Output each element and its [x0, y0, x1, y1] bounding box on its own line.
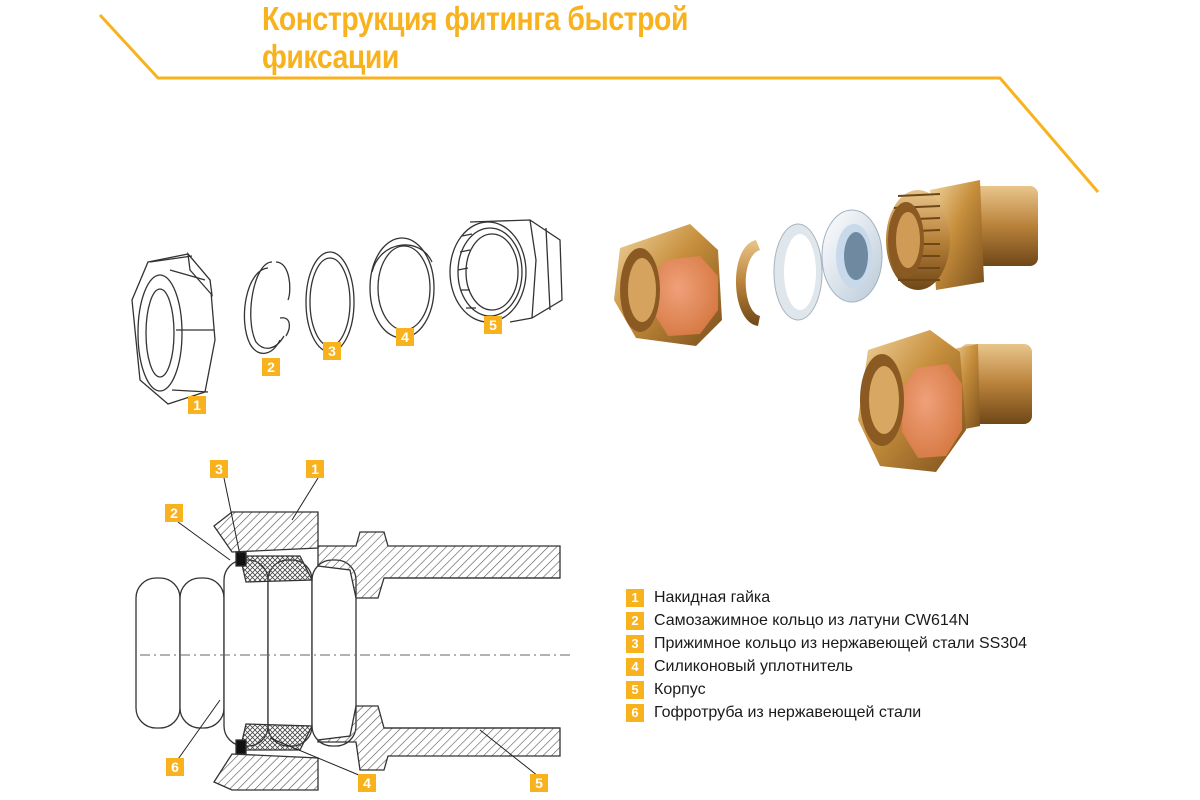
silicone-seal — [821, 209, 883, 303]
callout-4: 4 — [396, 328, 414, 346]
callout-2: 2 — [262, 358, 280, 376]
corrugated-pipe — [135, 559, 357, 747]
exploded-line-drawing — [131, 219, 563, 405]
brass-body — [886, 180, 1038, 290]
legend-number: 1 — [626, 588, 644, 607]
split-ring-drawing — [243, 261, 291, 354]
legend-number: 5 — [626, 680, 644, 699]
legend-text: Прижимное кольцо из нержавеющей стали SS… — [654, 634, 1028, 652]
callout-1: 1 — [188, 396, 206, 414]
legend-item: 4 Силиконовый уплотнитель — [626, 655, 1027, 678]
legend-text: Силиконовый уплотнитель — [654, 657, 853, 675]
legend-item: 3 Прижимное кольцо из нержавеющей стали … — [626, 632, 1027, 655]
section-callout-5: 5 — [530, 774, 548, 792]
legend-item: 5 Корпус — [626, 678, 1027, 701]
section-callout-1: 1 — [306, 460, 324, 478]
legend-number: 2 — [626, 611, 644, 630]
section-callout-6: 6 — [166, 758, 184, 776]
brass-exploded-render — [614, 180, 1038, 472]
legend-text: Самозажимное кольцо из латуни CW614N — [654, 611, 970, 629]
page-title: Конструкция фитинга быстрой фиксации — [262, 0, 688, 75]
legend-item: 6 Гофротруба из нержавеющей стали — [626, 701, 1027, 724]
brass-nut — [614, 224, 722, 346]
legend-number: 3 — [626, 634, 644, 653]
legend-item: 2 Самозажимное кольцо из латуни CW614N — [626, 609, 1027, 632]
section-callout-4: 4 — [358, 774, 376, 792]
press-ring-drawing — [305, 251, 355, 353]
legend-text: Корпус — [654, 680, 706, 698]
callout-5: 5 — [484, 316, 502, 334]
legend-text: Гофротруба из нержавеющей стали — [654, 703, 922, 721]
section-callout-3: 3 — [210, 460, 228, 478]
legend-item: 1 Накидная гайка — [626, 586, 1027, 609]
accent-frame-line — [98, 13, 1100, 193]
body-drawing — [449, 219, 563, 323]
legend-number: 6 — [626, 703, 644, 722]
legend-number: 4 — [626, 657, 644, 676]
callout-3: 3 — [323, 342, 341, 360]
seal-drawing — [369, 237, 435, 339]
cross-section-drawing — [135, 477, 570, 791]
section-callout-2: 2 — [165, 504, 183, 522]
nut-drawing — [131, 251, 216, 405]
brass-c-ring — [735, 240, 760, 326]
silver-ring — [773, 223, 823, 321]
legend-text: Накидная гайка — [654, 588, 771, 606]
brass-assembled — [858, 330, 1032, 472]
legend: 1 Накидная гайка 2 Самозажимное кольцо и… — [626, 586, 1027, 724]
